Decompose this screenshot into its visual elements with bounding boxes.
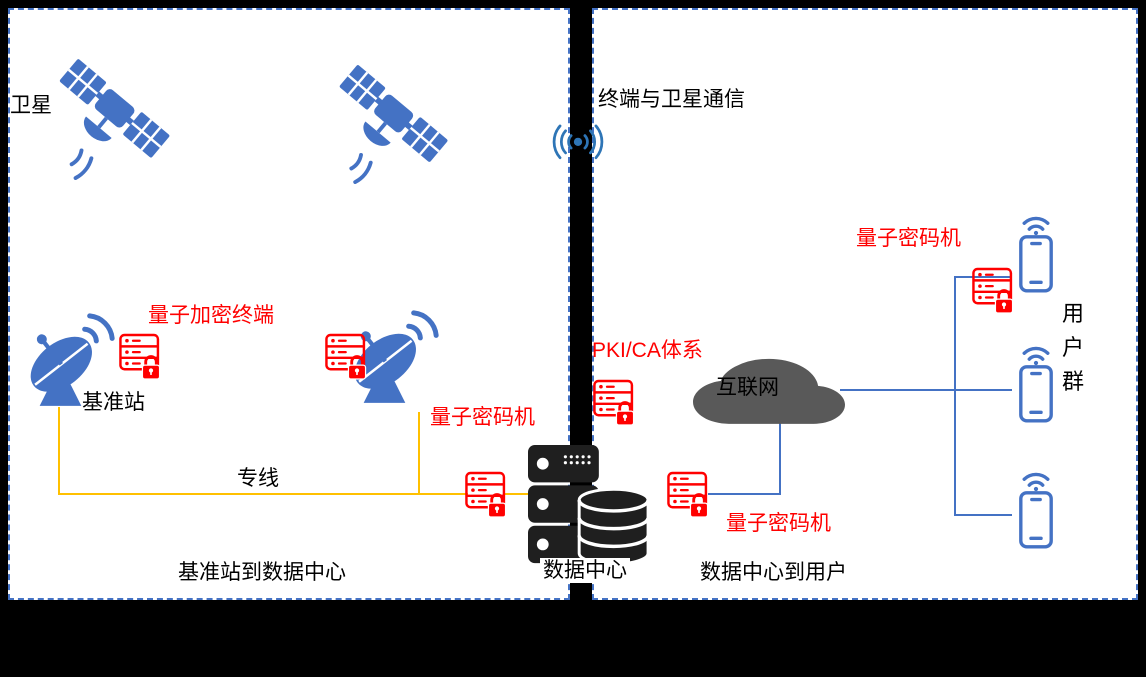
- wireless-signal-icon: [540, 110, 616, 164]
- datacenter-to-cloud-vertical: [779, 420, 781, 495]
- smartphone-icon: [1009, 470, 1063, 556]
- left-caption: 基准站到数据中心: [178, 561, 346, 584]
- data-center-icon: [528, 445, 652, 569]
- leased-line-horizontal: [58, 493, 468, 495]
- quantum-cipher-left-label: 量子密码机: [430, 406, 535, 429]
- branch-to-phone-3: [954, 514, 1012, 516]
- satellite-icon: [330, 58, 456, 184]
- data-center-label: 数据中心: [540, 558, 630, 584]
- leased-line-left-vertical: [58, 407, 60, 494]
- branch-to-phone-1: [954, 276, 1012, 278]
- leased-line-to-datacenter: [505, 493, 537, 495]
- satellite-icon: [50, 52, 178, 180]
- users-trunk-vertical: [954, 276, 956, 516]
- leased-line-label: 专线: [237, 467, 279, 490]
- smartphone-icon: [1009, 344, 1063, 430]
- datacenter-to-cloud-horizontal: [708, 493, 780, 495]
- internet-label: 互联网: [716, 376, 779, 399]
- encrypted-server-icon: [118, 332, 162, 382]
- right-caption: 数据中心到用户: [700, 561, 847, 584]
- encrypted-server-icon: [592, 378, 636, 428]
- cloud-to-users-horizontal: [840, 389, 1012, 391]
- user-group-label: 用户群: [1062, 301, 1085, 395]
- encrypted-server-icon: [324, 332, 368, 382]
- leased-line-right-vertical: [418, 412, 420, 493]
- quantum-cipher-top-right-label: 量子密码机: [856, 227, 961, 250]
- quantum-cipher-bottom-right-label: 量子密码机: [726, 512, 831, 535]
- base-station-label: 基准站: [82, 391, 145, 414]
- encrypted-server-icon: [666, 470, 710, 520]
- quantum-terminal-label: 量子加密终端: [148, 304, 274, 327]
- smartphone-icon: [1009, 214, 1063, 300]
- encrypted-server-icon: [464, 470, 508, 520]
- pki-ca-label: PKI/CA体系: [592, 339, 703, 362]
- satellite-label: 卫星: [10, 94, 52, 117]
- broadcast-label: 终端与卫星通信: [598, 88, 745, 111]
